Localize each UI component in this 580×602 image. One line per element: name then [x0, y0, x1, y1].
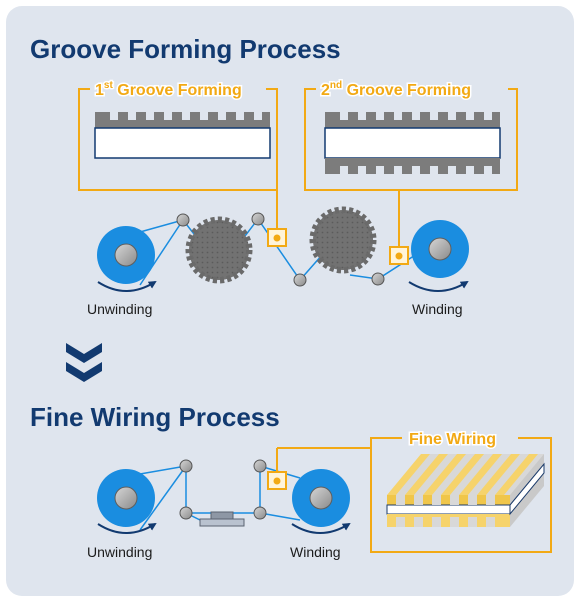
guide-roller	[179, 459, 193, 473]
groove-gear-2	[309, 206, 377, 274]
groove-mold-top	[95, 112, 270, 128]
unwinding-label: Unwinding	[87, 301, 152, 317]
winding-label: Winding	[412, 301, 463, 317]
unwinding-roll-2	[97, 469, 155, 527]
film-substrate-2	[324, 127, 501, 159]
rotation-arrow-icon	[408, 280, 469, 292]
guide-roller	[293, 273, 307, 287]
first-groove-label: 1st Groove Forming	[95, 80, 242, 99]
second-groove-inset: 2nd Groove Forming	[304, 79, 518, 191]
guide-roller	[253, 506, 267, 520]
rotation-arrow-icon	[291, 522, 351, 534]
guide-roller	[251, 212, 265, 226]
guide-roller	[371, 272, 385, 286]
film-path	[139, 465, 203, 522]
groove-gear-1	[185, 216, 253, 284]
winding-roll-2	[292, 469, 350, 527]
film-substrate	[94, 127, 271, 159]
inspection-marker-3	[267, 471, 287, 490]
winding-roll	[411, 220, 469, 278]
inspection-marker-1	[267, 228, 287, 247]
unwinding-roll	[97, 226, 155, 284]
winding-label-2: Winding	[290, 544, 341, 560]
guide-roller	[176, 213, 190, 227]
chevron-down-icon	[66, 343, 102, 382]
groove-mold-bottom	[325, 158, 500, 174]
rotation-arrow-icon	[97, 522, 157, 534]
unwinding-label-2: Unwinding	[87, 544, 152, 560]
guide-roller	[179, 506, 193, 520]
groove-mold-top-2	[325, 112, 500, 128]
fine-wiring-inset: Fine Wiring	[370, 430, 552, 553]
second-groove-label: 2nd Groove Forming	[321, 80, 471, 99]
inspection-marker-2	[389, 246, 409, 265]
groove-forming-title: Groove Forming Process	[30, 34, 341, 64]
printing-head	[199, 511, 245, 527]
rotation-arrow-icon	[97, 280, 157, 292]
fine-wiring-title: Fine Wiring Process	[30, 402, 280, 432]
guide-roller	[253, 459, 267, 473]
first-groove-inset: 1st Groove Forming	[78, 79, 278, 191]
fine-wiring-label: Fine Wiring	[409, 431, 496, 448]
